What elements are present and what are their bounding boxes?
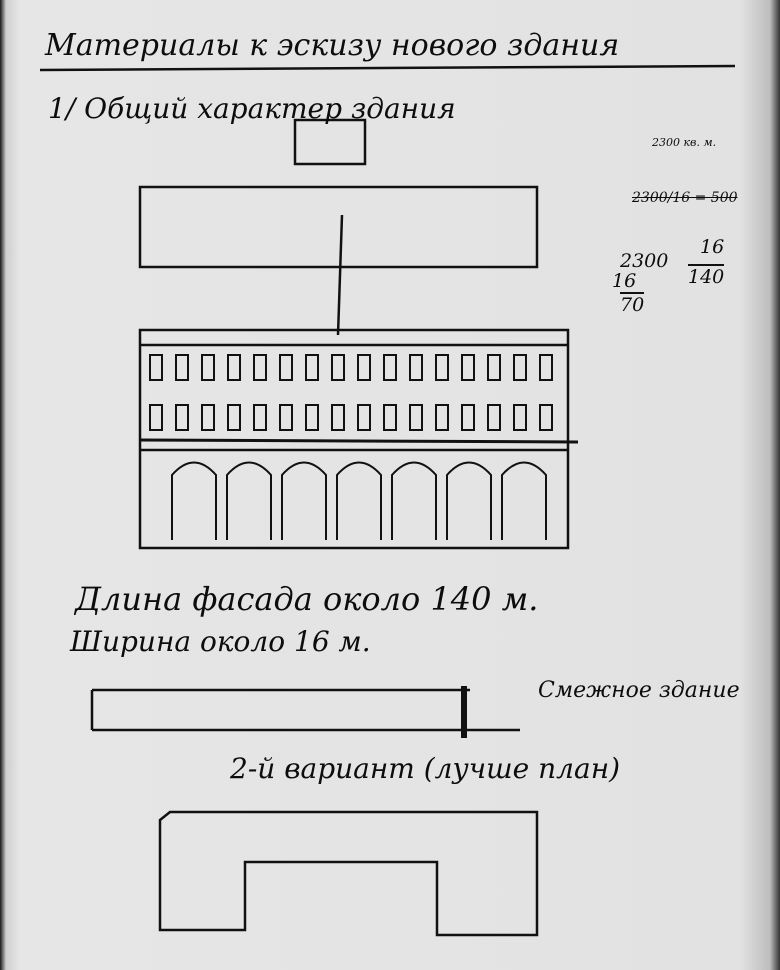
- facade-window: [487, 404, 501, 431]
- facade-window: [331, 404, 345, 431]
- facade-arch: [171, 461, 217, 540]
- facade-window: [279, 354, 293, 381]
- facade-window: [357, 354, 371, 381]
- page-title: Материалы к эскизу нового здания: [45, 28, 620, 63]
- variant-2-heading: 2-й вариант (лучше план): [230, 752, 621, 785]
- facade-window: [513, 354, 527, 381]
- facade-window: [435, 354, 449, 381]
- facade-window: [409, 354, 423, 381]
- facade-window: [305, 354, 319, 381]
- facade-arch: [446, 461, 492, 540]
- facade-window: [461, 404, 475, 431]
- facade-window: [409, 404, 423, 431]
- facade-window: [175, 404, 189, 431]
- facade-window: [149, 404, 163, 431]
- facade-window: [253, 404, 267, 431]
- facade-window: [279, 404, 293, 431]
- facade-window: [383, 354, 397, 381]
- facade-window: [539, 404, 553, 431]
- facade-window: [487, 354, 501, 381]
- plan-rectangle-sketch: [138, 185, 539, 269]
- facade-window: [201, 404, 215, 431]
- facade-arch: [501, 461, 547, 540]
- facade-window: [149, 354, 163, 381]
- facade-window: [357, 404, 371, 431]
- facade-window: [227, 404, 241, 431]
- facade-window: [539, 354, 553, 381]
- margin-area: 2300 кв. м.: [652, 136, 717, 149]
- facade-window: [331, 354, 345, 381]
- plan-adjacent-sketch: [90, 686, 520, 738]
- small-block-sketch: [293, 118, 367, 166]
- section-heading: 1/ Общий характер здания: [48, 92, 456, 125]
- facade-window: [461, 354, 475, 381]
- facade-window: [383, 404, 397, 431]
- facade-arch: [391, 461, 437, 540]
- calc-numerator: 2300: [620, 250, 669, 272]
- facade-arch: [281, 461, 327, 540]
- variant-2-plan-sketch: [158, 810, 539, 937]
- adjacent-building-label: Смежное здание: [538, 678, 740, 703]
- margin-crossed-out: 2300/16 = 500: [632, 190, 738, 206]
- facade-window: [253, 354, 267, 381]
- facade-window: [175, 354, 189, 381]
- calc-left-70: 70: [620, 292, 645, 316]
- facade-arch: [226, 461, 272, 540]
- axis-line: [336, 214, 344, 336]
- facade-window: [435, 404, 449, 431]
- facade-window: [513, 404, 527, 431]
- facade-drawing: [138, 328, 579, 550]
- facade-length-note: Длина фасада около 140 м.: [75, 580, 539, 618]
- title-underline: [39, 64, 736, 72]
- calc-result: 140: [688, 264, 725, 288]
- width-note: Ширина около 16 м.: [70, 625, 371, 658]
- facade-window: [305, 404, 319, 431]
- facade-window: [201, 354, 215, 381]
- facade-arch: [336, 461, 382, 540]
- calc-divisor: 16: [700, 236, 725, 258]
- facade-window: [227, 354, 241, 381]
- calc-left-16: 16: [612, 270, 637, 292]
